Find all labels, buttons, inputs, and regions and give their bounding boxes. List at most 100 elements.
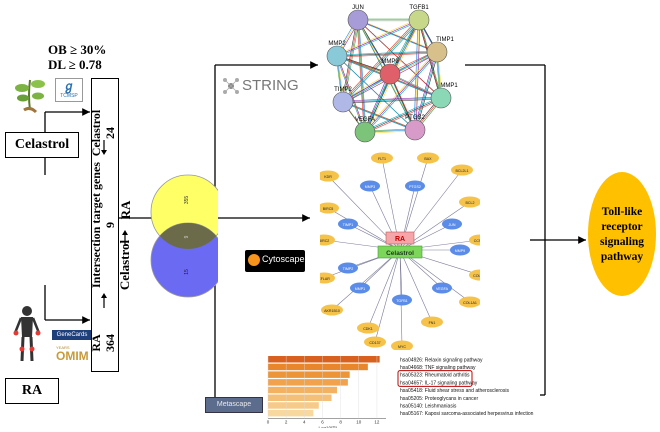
result-line-4: pathway bbox=[600, 251, 644, 263]
ppi-edge bbox=[358, 20, 443, 100]
cyto-orange-node bbox=[459, 296, 480, 308]
enrichment-term-label: hsa05167: Kaposi sarcoma-associated herp… bbox=[400, 411, 534, 417]
ppi-edge bbox=[357, 19, 366, 133]
string-icon bbox=[223, 78, 239, 94]
ppi-node bbox=[347, 9, 369, 31]
x-tick-label: 0 bbox=[267, 420, 270, 425]
ppi-edge bbox=[342, 97, 442, 103]
arrow-up-1 bbox=[101, 293, 107, 308]
cyto-blue-label: TIMP2 bbox=[343, 267, 354, 271]
cyto-blue-label: MMP9 bbox=[455, 249, 465, 253]
enrichment-term-label: hsa05323: Rheumatoid arthritis bbox=[400, 373, 470, 379]
cyto-celastrol-node bbox=[377, 245, 423, 259]
cyto-blue-label: VEGFA bbox=[436, 287, 449, 291]
cyto-orange-label: FN1 bbox=[429, 321, 436, 325]
enrichment-bar bbox=[268, 409, 314, 417]
cyto-blue-node bbox=[392, 294, 412, 306]
cytoscape-network: FLT1BAXBCL2L1KDRBIRC5BCL2CCND1BIRC2COL4A… bbox=[320, 152, 480, 350]
ppi-edge bbox=[363, 96, 441, 132]
ppi-edge bbox=[358, 20, 439, 54]
enrichment-bar bbox=[268, 356, 380, 363]
cyto-edge bbox=[374, 249, 401, 343]
x-tick-label: 6 bbox=[321, 420, 324, 425]
cyto-orange-label: COL1A1 bbox=[463, 301, 477, 305]
result-line-2: receptor bbox=[601, 221, 643, 233]
ppi-node-label: MMP2 bbox=[328, 41, 346, 47]
cyto-celastrol-label: Celastrol bbox=[386, 250, 414, 257]
ra-source-box: RA bbox=[5, 378, 59, 404]
cyto-orange-node bbox=[391, 340, 413, 350]
ppi-edge bbox=[413, 18, 419, 130]
cyto-blue-label: MMP1 bbox=[355, 287, 365, 291]
ppi-node bbox=[408, 9, 430, 31]
ppi-edge bbox=[364, 73, 391, 133]
enrichment-bar bbox=[268, 402, 319, 409]
ppi-edge bbox=[335, 50, 437, 56]
cyto-blue-label: TGFB1 bbox=[396, 299, 408, 303]
omim-logo: YEARS OMIM bbox=[56, 345, 89, 363]
x-axis-label: -Log10(P) bbox=[317, 426, 338, 428]
cyto-blue-node bbox=[338, 262, 358, 274]
cyto-edge bbox=[399, 249, 403, 301]
plant-icon bbox=[15, 79, 45, 114]
ppi-edge bbox=[364, 97, 442, 133]
ppi-edge bbox=[336, 55, 366, 133]
cyto-blue-node bbox=[405, 180, 425, 192]
cyto-orange-node bbox=[451, 164, 473, 176]
human-body-icon bbox=[13, 306, 41, 362]
ppi-edge bbox=[415, 20, 421, 132]
string-logo: STRING bbox=[222, 73, 299, 99]
ppi-node-label: MMP9 bbox=[381, 59, 399, 65]
cyto-edge bbox=[399, 223, 453, 251]
cyto-orange-label: BCL2L1 bbox=[456, 169, 469, 173]
enrichment-term-label: hsa05140: Leishmaniasis bbox=[400, 404, 457, 410]
ppi-edge bbox=[364, 51, 438, 133]
cyto-orange-node bbox=[364, 336, 386, 348]
enrichment-bar bbox=[268, 371, 350, 378]
ppi-edge bbox=[337, 56, 417, 132]
ppi-edge bbox=[363, 50, 437, 132]
ppi-edge bbox=[337, 20, 421, 58]
cyto-edge bbox=[331, 249, 401, 311]
ppi-node bbox=[404, 119, 426, 141]
ppi-edge bbox=[341, 96, 441, 102]
venn-mid-count: 9 bbox=[184, 235, 190, 238]
ppi-edge bbox=[358, 20, 367, 134]
dl-criterion: DL ≥ 0.78 bbox=[48, 57, 102, 72]
x-tick-label: 8 bbox=[339, 420, 342, 425]
venn-ra-label: RA bbox=[118, 200, 133, 220]
x-tick-label: 4 bbox=[303, 420, 306, 425]
cyto-orange-label: CDK1 bbox=[363, 327, 373, 331]
cyto-orange-label: BIRC2 bbox=[320, 239, 329, 243]
cyto-blue-node bbox=[350, 282, 370, 294]
cyto-orange-node bbox=[469, 269, 480, 281]
venn-top-count: 355 bbox=[184, 196, 190, 205]
enrichment-bar bbox=[268, 386, 337, 394]
cyto-orange-node bbox=[320, 272, 335, 284]
cyto-blue-label: JUN bbox=[449, 223, 456, 227]
ppi-edge bbox=[341, 18, 419, 102]
ppi-node-label: MMP1 bbox=[440, 83, 458, 89]
cyto-edge bbox=[399, 249, 471, 303]
arrow-down-1 bbox=[101, 140, 107, 155]
cyto-orange-node bbox=[320, 234, 335, 246]
ppi-edge bbox=[414, 19, 420, 131]
x-tick-label: 12 bbox=[374, 420, 380, 425]
cyto-orange-label: CCND1 bbox=[474, 239, 480, 243]
ppi-edge bbox=[356, 18, 437, 52]
cyto-orange-node bbox=[417, 152, 439, 164]
ppi-node bbox=[326, 45, 348, 67]
cyto-blue-node bbox=[360, 180, 380, 192]
cyto-orange-label: BIRC5 bbox=[323, 207, 334, 211]
cytoscape-icon bbox=[248, 254, 260, 266]
ppi-node-label: TIMP2 bbox=[334, 87, 352, 93]
ppi-edge bbox=[343, 20, 421, 104]
cyto-orange-node bbox=[320, 170, 339, 182]
ppi-edge bbox=[341, 100, 415, 130]
result-line-3: signaling bbox=[599, 236, 645, 248]
ppi-node-label: PTGS2 bbox=[405, 115, 425, 121]
cyto-orange-label: BAX bbox=[424, 157, 432, 161]
